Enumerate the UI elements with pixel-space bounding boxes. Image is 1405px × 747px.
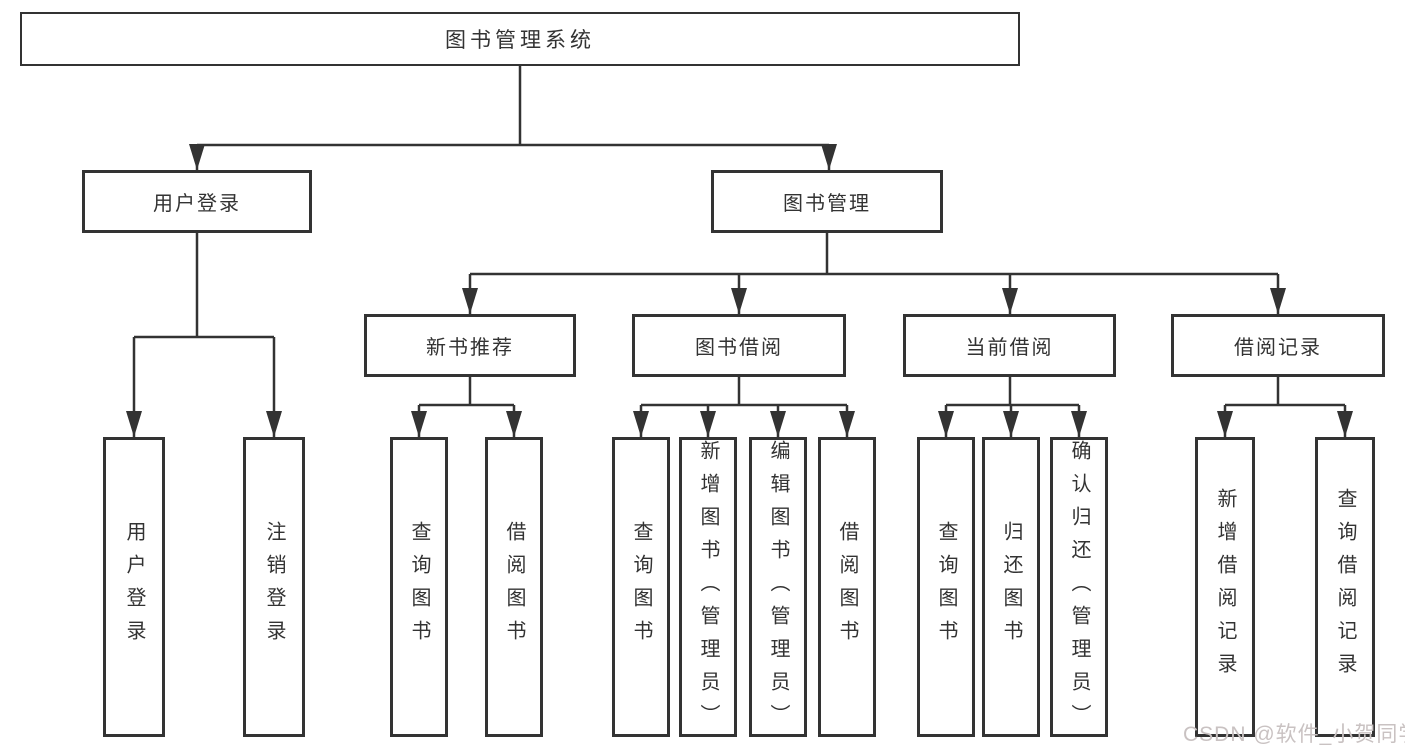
node-label: 注销登录 [263, 521, 285, 653]
node-label: 查询借阅记录 [1334, 488, 1356, 686]
node-new-book-recommend: 新书推荐 [364, 314, 576, 377]
node-label: 归还图书 [1000, 521, 1022, 653]
node-label: 查询图书 [935, 521, 957, 653]
node-label: 查询图书 [630, 521, 652, 653]
leaf-add-books-admin: 新增图书（管理员） [679, 437, 737, 737]
node-label: 查询图书 [408, 521, 430, 653]
csdn-watermark: CSDN @软件_小贺同学 [1183, 723, 1405, 746]
leaf-return-books: 归还图书 [982, 437, 1040, 737]
node-label: 图书管理 [783, 193, 871, 215]
node-label: 新增借阅记录 [1214, 488, 1236, 686]
node-label: 借阅记录 [1234, 337, 1322, 359]
leaf-borrow-books-recommend: 借阅图书 [485, 437, 543, 737]
node-label: 用户登录 [123, 521, 145, 653]
node-library-management-system: 图书管理系统 [20, 12, 1020, 66]
leaf-query-books-borrow: 查询图书 [612, 437, 670, 737]
node-label: 图书管理系统 [445, 29, 595, 52]
leaf-query-books-recommend: 查询图书 [390, 437, 448, 737]
node-user-login: 用户登录 [82, 170, 312, 233]
node-label: 借阅图书 [836, 521, 858, 653]
node-label: 借阅图书 [503, 521, 525, 653]
node-current-borrow: 当前借阅 [903, 314, 1116, 377]
node-book-borrow: 图书借阅 [632, 314, 846, 377]
node-label: 编辑图书（管理员） [767, 440, 789, 737]
node-label: 用户登录 [153, 193, 241, 215]
leaf-logout: 注销登录 [243, 437, 305, 737]
leaf-add-borrow-record: 新增借阅记录 [1195, 437, 1255, 737]
leaf-borrow-books: 借阅图书 [818, 437, 876, 737]
node-label: 图书借阅 [695, 337, 783, 359]
node-label: 新增图书（管理员） [697, 440, 719, 737]
node-label: 当前借阅 [965, 337, 1054, 359]
node-label: 确认归还（管理员） [1068, 440, 1090, 737]
leaf-query-borrow-record: 查询借阅记录 [1315, 437, 1375, 737]
node-label: 新书推荐 [426, 337, 514, 359]
node-borrow-records: 借阅记录 [1171, 314, 1385, 377]
leaf-query-books-current: 查询图书 [917, 437, 975, 737]
leaf-user-login: 用户登录 [103, 437, 165, 737]
leaf-confirm-return-admin: 确认归还（管理员） [1050, 437, 1108, 737]
leaf-edit-books-admin: 编辑图书（管理员） [749, 437, 807, 737]
node-book-management: 图书管理 [711, 170, 943, 233]
